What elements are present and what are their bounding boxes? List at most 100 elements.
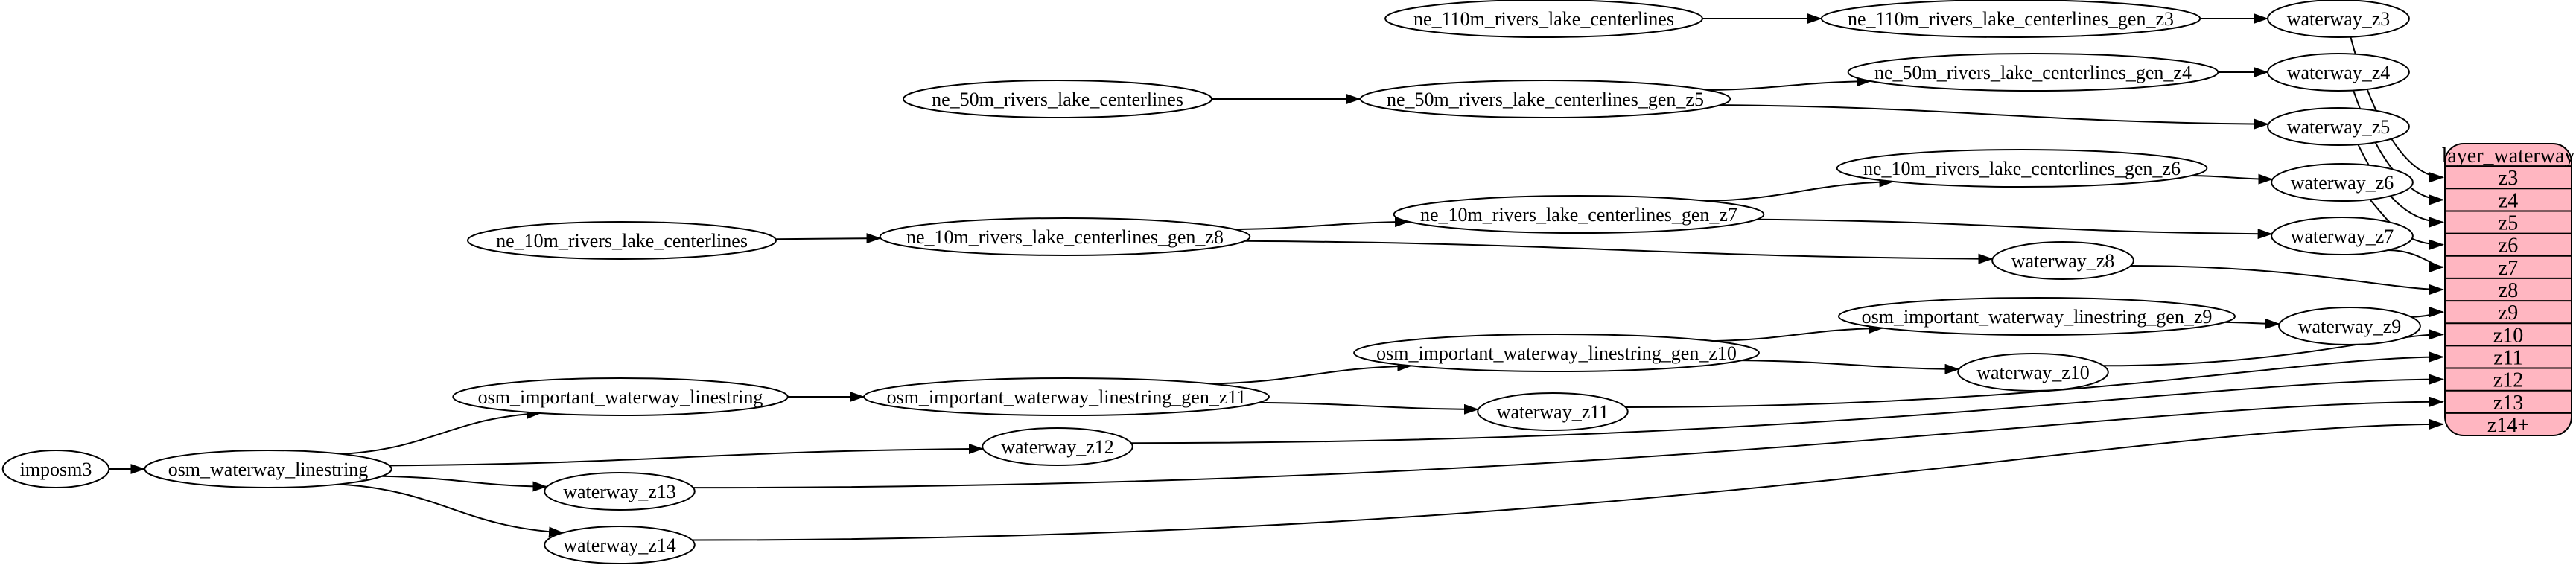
node-waterway_z13: waterway_z13: [544, 472, 696, 511]
edge-waterway_z11-to-layer_waterway-z11: [1625, 351, 2444, 408]
edge-osm_important_waterway_linestring_gen_z9-to-waterway_z9: [2224, 318, 2280, 329]
layer-table-row-z3: z3: [2499, 167, 2518, 190]
layer-table-row-z5: z5: [2499, 212, 2518, 235]
node-shape-ne_50m_rivers_lake_centerlines_gen_z4: [1847, 53, 2219, 92]
edge-ne_10m_rivers_lake_centerlines-to-ne_10m_rivers_lake_centerlines_gen_z8: [775, 233, 882, 244]
edge-osm_waterway_linestring-to-waterway_z12: [389, 443, 984, 467]
layer-table-row-z7: z7: [2499, 257, 2518, 280]
edge-ne_50m_rivers_lake_centerlines_gen_z5-to-ne_50m_rivers_lake_centerlines_gen_z4: [1707, 76, 1872, 92]
node-label-waterway_z8: waterway_z8: [2011, 250, 2115, 272]
edge-waterway_z12-to-layer_waterway-z12: [1130, 374, 2444, 444]
node-shape-osm_important_waterway_linestring_gen_z10: [1353, 334, 1760, 372]
node-osm_important_waterway_linestring_gen_z10: osm_important_waterway_linestring_gen_z1…: [1353, 334, 1760, 372]
node-ne_10m_rivers_lake_centerlines: ne_10m_rivers_lake_centerlines: [467, 221, 777, 260]
node-label-ne_10m_rivers_lake_centerlines_gen_z6: ne_10m_rivers_lake_centerlines_gen_z6: [1863, 158, 2181, 179]
node-waterway_z3: waterway_z3: [2267, 0, 2410, 38]
edges-layer: [109, 13, 2444, 541]
edge-waterway_z9-to-layer_waterway-z9: [2411, 307, 2444, 318]
node-shape-waterway_z5: [2267, 107, 2410, 146]
node-label-osm_important_waterway_linestring_gen_z10: osm_important_waterway_linestring_gen_z1…: [1376, 342, 1737, 364]
node-label-waterway_z3: waterway_z3: [2287, 8, 2391, 30]
node-label-waterway_z11: waterway_z11: [1497, 401, 1609, 423]
layer-table-row-z14+: z14+: [2487, 414, 2529, 437]
node-label-ne_10m_rivers_lake_centerlines_gen_z7: ne_10m_rivers_lake_centerlines_gen_z7: [1420, 204, 1737, 226]
edge-ne_10m_rivers_lake_centerlines_gen_z7-to-ne_10m_rivers_lake_centerlines_gen_z6: [1707, 176, 1895, 202]
node-shape-waterway_z13: [544, 472, 696, 511]
edge-osm_important_waterway_linestring_gen_z10-to-osm_important_waterway_linestring_gen_z9: [1712, 323, 1884, 342]
node-label-waterway_z10: waterway_z10: [1976, 362, 2090, 383]
edge-waterway_z8-to-layer_waterway-z8: [2131, 264, 2444, 295]
edge-waterway_z5-to-layer_waterway-z5: [2357, 144, 2444, 228]
node-label-ne_110m_rivers_lake_centerlines: ne_110m_rivers_lake_centerlines: [1413, 8, 1674, 30]
node-ne_10m_rivers_lake_centerlines_gen_z8: ne_10m_rivers_lake_centerlines_gen_z8: [879, 217, 1251, 256]
node-shape-waterway_z12: [982, 427, 1133, 466]
node-waterway_z12: waterway_z12: [982, 427, 1133, 466]
node-shape-waterway_z9: [2278, 307, 2421, 345]
node-waterway_z9: waterway_z9: [2278, 307, 2421, 345]
node-shape-ne_10m_rivers_lake_centerlines: [467, 221, 777, 260]
layer-table-row-z6: z6: [2499, 234, 2518, 258]
node-shape-osm_important_waterway_linestring_gen_z9: [1838, 297, 2236, 336]
node-shape-ne_50m_rivers_lake_centerlines_gen_z5: [1359, 80, 1731, 118]
node-shape-waterway_z7: [2271, 217, 2414, 255]
node-waterway_z14: waterway_z14: [544, 526, 696, 564]
edge-ne_10m_rivers_lake_centerlines_gen_z6-to-waterway_z6: [2191, 173, 2274, 185]
node-label-osm_important_waterway_linestring_gen_z11: osm_important_waterway_linestring_gen_z1…: [887, 386, 1247, 408]
node-shape-ne_110m_rivers_lake_centerlines: [1384, 0, 1703, 38]
node-ne_10m_rivers_lake_centerlines_gen_z6: ne_10m_rivers_lake_centerlines_gen_z6: [1836, 149, 2208, 188]
layer-table-row-z9: z9: [2499, 301, 2518, 325]
edge-ne_10m_rivers_lake_centerlines_gen_z7-to-waterway_z7: [1757, 218, 2273, 240]
edge-waterway_z7-to-layer_waterway-z7: [2388, 249, 2444, 272]
node-shape-waterway_z6: [2271, 163, 2414, 202]
node-shape-ne_10m_rivers_lake_centerlines_gen_z7: [1393, 195, 1765, 234]
node-osm_waterway_linestring: osm_waterway_linestring: [144, 450, 392, 488]
edge-ne_10m_rivers_lake_centerlines_gen_z8-to-waterway_z8: [1244, 240, 1994, 264]
node-waterway_z4: waterway_z4: [2267, 53, 2410, 92]
node-osm_important_waterway_linestring_gen_z9: osm_important_waterway_linestring_gen_z9: [1838, 297, 2236, 336]
node-label-osm_important_waterway_linestring_gen_z9: osm_important_waterway_linestring_gen_z9: [1862, 306, 2213, 328]
edge-ne_50m_rivers_lake_centerlines_gen_z5-to-waterway_z5: [1720, 104, 2269, 130]
layer-table-row-z10: z10: [2493, 324, 2523, 347]
node-label-ne_50m_rivers_lake_centerlines: ne_50m_rivers_lake_centerlines: [932, 89, 1183, 110]
node-label-waterway_z14: waterway_z14: [563, 535, 676, 556]
node-osm_important_waterway_linestring: osm_important_waterway_linestring: [452, 377, 789, 416]
layer-table-row-z8: z8: [2499, 279, 2518, 302]
node-label-waterway_z7: waterway_z7: [2291, 226, 2394, 247]
layer-table-row-z13: z13: [2493, 392, 2523, 415]
node-label-waterway_z4: waterway_z4: [2287, 62, 2391, 83]
node-label-waterway_z5: waterway_z5: [2287, 116, 2391, 138]
edge-osm_waterway_linestring-to-osm_important_waterway_linestring: [341, 409, 541, 455]
node-ne_50m_rivers_lake_centerlines: ne_50m_rivers_lake_centerlines: [903, 80, 1212, 118]
layer-table-box: [2444, 143, 2572, 436]
node-shape-waterway_z14: [544, 526, 696, 564]
layer-table-row-z12: z12: [2493, 369, 2523, 392]
node-label-ne_10m_rivers_lake_centerlines_gen_z8: ne_10m_rivers_lake_centerlines_gen_z8: [906, 226, 1224, 248]
node-label-imposm3: imposm3: [20, 459, 92, 480]
node-osm_important_waterway_linestring_gen_z11: osm_important_waterway_linestring_gen_z1…: [863, 377, 1270, 416]
edge-waterway_z13-to-layer_waterway-z13: [693, 396, 2444, 489]
node-shape-osm_waterway_linestring: [144, 450, 392, 488]
edge-osm_waterway_linestring-to-waterway_z13: [381, 475, 548, 492]
node-shape-ne_10m_rivers_lake_centerlines_gen_z8: [879, 217, 1251, 256]
node-shape-waterway_z3: [2267, 0, 2410, 38]
layer-table-row-z4: z4: [2499, 189, 2518, 212]
node-label-waterway_z12: waterway_z12: [1001, 436, 1114, 458]
node-shape-waterway_z10: [1957, 353, 2109, 392]
node-shape-ne_110m_rivers_lake_centerlines_gen_z3: [1820, 0, 2201, 38]
node-shape-imposm3: [1, 450, 110, 488]
node-shape-waterway_z11: [1477, 392, 1629, 431]
node-shape-ne_10m_rivers_lake_centerlines_gen_z6: [1836, 149, 2208, 188]
node-imposm3: imposm3: [1, 450, 110, 488]
node-label-osm_waterway_linestring: osm_waterway_linestring: [168, 459, 369, 480]
node-waterway_z5: waterway_z5: [2267, 107, 2410, 146]
edge-ne_10m_rivers_lake_centerlines_gen_z8-to-ne_10m_rivers_lake_centerlines_gen_z7: [1234, 217, 1411, 231]
layer-table-row-z11: z11: [2493, 346, 2522, 369]
table-layer: layer_waterwayz3z4z5z6z7z8z9z10z11z12z13…: [2442, 143, 2575, 437]
node-shape-waterway_z8: [1991, 241, 2134, 280]
nodes-layer: imposm3 osm_waterway_linestring osm_import…: [1, 0, 2421, 564]
node-ne_50m_rivers_lake_centerlines_gen_z4: ne_50m_rivers_lake_centerlines_gen_z4: [1847, 53, 2219, 92]
node-shape-osm_important_waterway_linestring: [452, 377, 789, 416]
node-shape-ne_50m_rivers_lake_centerlines: [903, 80, 1212, 118]
